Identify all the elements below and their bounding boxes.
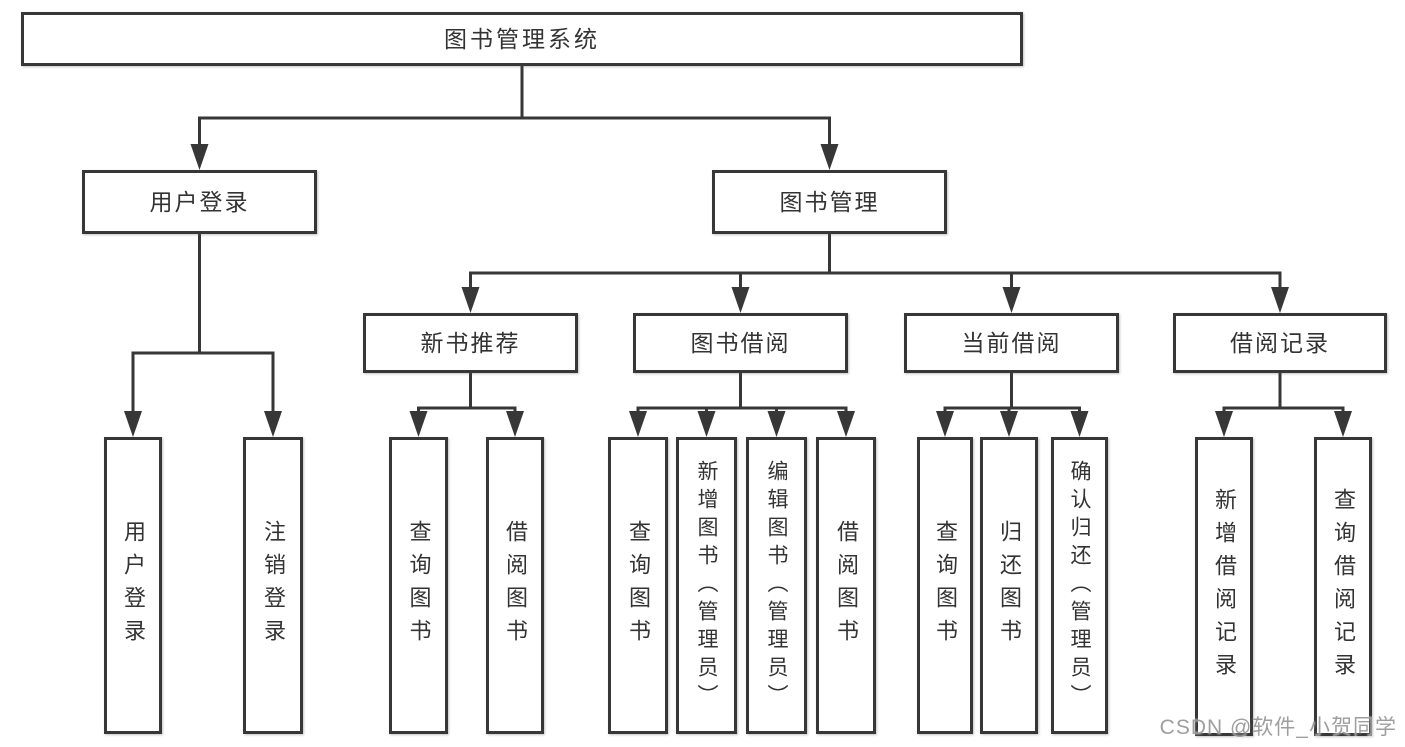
node-borrow-records: 借阅记录 [1173,313,1387,373]
node-current-borrow: 当前借阅 [904,313,1119,373]
node-leaf-user-login: 用户登录 [104,437,162,734]
arrowhead-icon [1070,411,1089,437]
arrowhead-icon [767,411,786,437]
node-br-query: 查询借阅记录 [1314,437,1372,736]
node-bb-borrow: 借阅图书 [816,437,876,734]
arrowhead-icon [1215,411,1233,437]
arrowhead-icon [731,287,750,313]
arrowhead-icon [820,144,839,170]
node-new-book-rec: 新书推荐 [363,313,578,373]
node-cb-confirm: 确认归还（管理员） [1051,437,1108,734]
node-nbr-query: 查询图书 [389,437,448,734]
arrowhead-icon [837,411,855,437]
node-book-borrow: 图书借阅 [633,313,848,373]
arrowhead-icon [264,411,282,437]
node-cb-return: 归还图书 [980,437,1038,734]
arrowhead-icon [124,411,142,437]
arrowhead-icon [1271,287,1289,313]
arrowhead-icon [936,411,954,437]
arrowhead-icon [506,411,524,437]
arrowhead-icon [190,144,209,170]
arrowhead-icon [461,287,480,313]
arrowhead-icon [629,411,647,437]
node-user-login: 用户登录 [82,170,317,234]
arrowhead-icon [697,411,716,437]
arrowhead-icon [1002,287,1021,313]
node-bb-query: 查询图书 [608,437,668,734]
node-bb-edit: 编辑图书（管理员） [746,437,807,734]
node-cb-query: 查询图书 [917,437,973,734]
arrowhead-icon [1000,411,1018,437]
node-bb-add: 新增图书（管理员） [676,437,737,734]
arrowhead-icon [1334,411,1352,437]
node-leaf-logout: 注销登录 [243,437,303,734]
watermark: CSDN @软件_小贺同学 [1159,716,1397,739]
node-root: 图书管理系统 [21,12,1023,66]
node-br-add: 新增借阅记录 [1195,437,1253,736]
node-nbr-borrow: 借阅图书 [486,437,544,734]
arrowhead-icon [409,411,428,437]
node-book-mgmt: 图书管理 [712,170,947,234]
